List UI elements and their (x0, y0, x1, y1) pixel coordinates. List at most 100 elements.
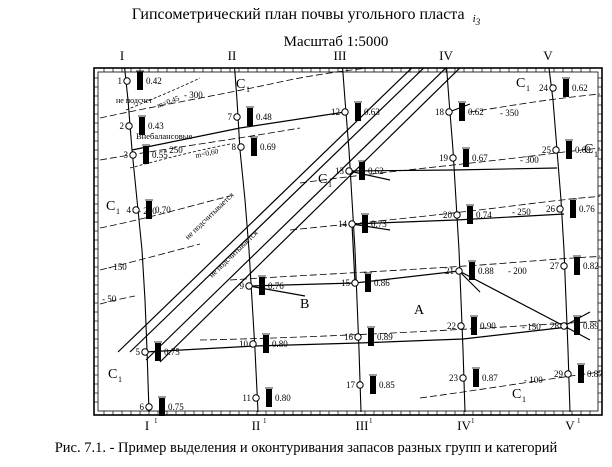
boundary-13 (348, 170, 391, 181)
fault-line-d (159, 68, 461, 363)
profile-label-prime: 1 (471, 417, 475, 425)
borehole-thickness: 0.80 (275, 393, 291, 403)
fault-line-b (129, 68, 425, 353)
borehole-marker (129, 151, 137, 159)
coal-column-icon (574, 257, 580, 275)
borehole-thickness: 0.89 (377, 332, 393, 342)
coal-column-icon (473, 369, 479, 387)
borehole-marker (351, 279, 359, 287)
contour-line-50 (99, 295, 136, 305)
category-c1-letter: C (108, 367, 117, 382)
profile-label-bottom-5: V (565, 418, 575, 433)
boundary-lower (144, 326, 569, 353)
borehole-marker (145, 403, 153, 411)
annotation-vnebalansovye: Внебалансовые (136, 131, 192, 141)
borehole-number: 2 (120, 121, 125, 131)
borehole-number: 3 (124, 150, 129, 160)
borehole-thickness: 0.70 (155, 205, 171, 215)
contour-line-300 (99, 68, 372, 119)
borehole-marker (233, 113, 241, 121)
profile-line-4 (446, 68, 466, 413)
borehole-marker (459, 374, 467, 382)
contour-line-100 (419, 371, 601, 399)
contour-line-150b (199, 319, 601, 341)
profile-label-bottom-2: II (252, 418, 261, 433)
borehole-marker (252, 394, 260, 402)
plan-title: Гипсометрический план почвы угольного пл… (0, 6, 612, 27)
borehole-number: 1 (118, 76, 123, 86)
borehole-number: 24 (539, 83, 549, 93)
category-c1-sub: 1 (328, 180, 332, 189)
fault-band (117, 68, 461, 363)
borehole-marker (560, 322, 568, 330)
contour-line-150 (99, 243, 201, 271)
borehole-thickness: 0.73 (371, 219, 387, 229)
scale-label: Масштаб 1:5000 (283, 34, 389, 50)
borehole-thickness: 0.90 (480, 321, 496, 331)
profile-label-bottom-4: IV (457, 418, 471, 433)
category-c1-sub: 1 (526, 84, 530, 93)
boundary-left (131, 111, 346, 151)
map-frame-inner (97, 71, 599, 412)
borehole-number: 26 (546, 204, 556, 214)
annotation-ne-podschityvaetsya-1: не подсчитывается (183, 190, 236, 241)
borehole-number: 12 (331, 107, 340, 117)
borehole-marker (249, 340, 257, 348)
category-b-label: B (300, 297, 309, 312)
borehole-marker (445, 108, 453, 116)
profile-label-prime: 1 (154, 417, 158, 425)
coal-column-icon (155, 343, 161, 361)
block-boundaries (131, 103, 591, 353)
profile-label-prime: 1 (263, 417, 267, 425)
borehole-number: 29 (554, 369, 564, 379)
contour-label-c300: - 300 (184, 90, 203, 100)
borehole-number: 14 (338, 219, 348, 229)
boundary-14 (351, 223, 391, 231)
borehole-marker (455, 267, 463, 275)
coal-column-icon (467, 206, 473, 224)
annotation-ne-podschet: не подсчет (116, 96, 153, 105)
coal-column-icon (563, 79, 569, 97)
borehole-number: 9 (240, 281, 245, 291)
borehole-thickness: 0.63 (364, 107, 380, 117)
isoline-060 (129, 143, 231, 169)
borehole-marker (132, 206, 140, 214)
borehole-marker (245, 282, 253, 290)
contour-line-250 (99, 127, 301, 161)
borehole-thickness: 0.88 (478, 266, 494, 276)
borehole-marker (453, 211, 461, 219)
category-c1-letter: C (318, 172, 327, 187)
category-c1-letter: C (512, 387, 521, 402)
borehole-number: 28 (550, 321, 560, 331)
borehole-number: 6 (140, 402, 145, 412)
borehole-thickness: 0.87 (587, 369, 603, 379)
borehole-thickness: 0.82 (583, 261, 599, 271)
contour-label-c300: - 300 (520, 155, 539, 165)
contour-line-200b (229, 255, 601, 281)
category-c1-sub: 1 (594, 150, 598, 159)
borehole-marker (549, 84, 557, 92)
borehole-number: 16 (344, 332, 354, 342)
contour-label-c150: - 150 (108, 262, 127, 272)
borehole-marker (354, 333, 362, 341)
